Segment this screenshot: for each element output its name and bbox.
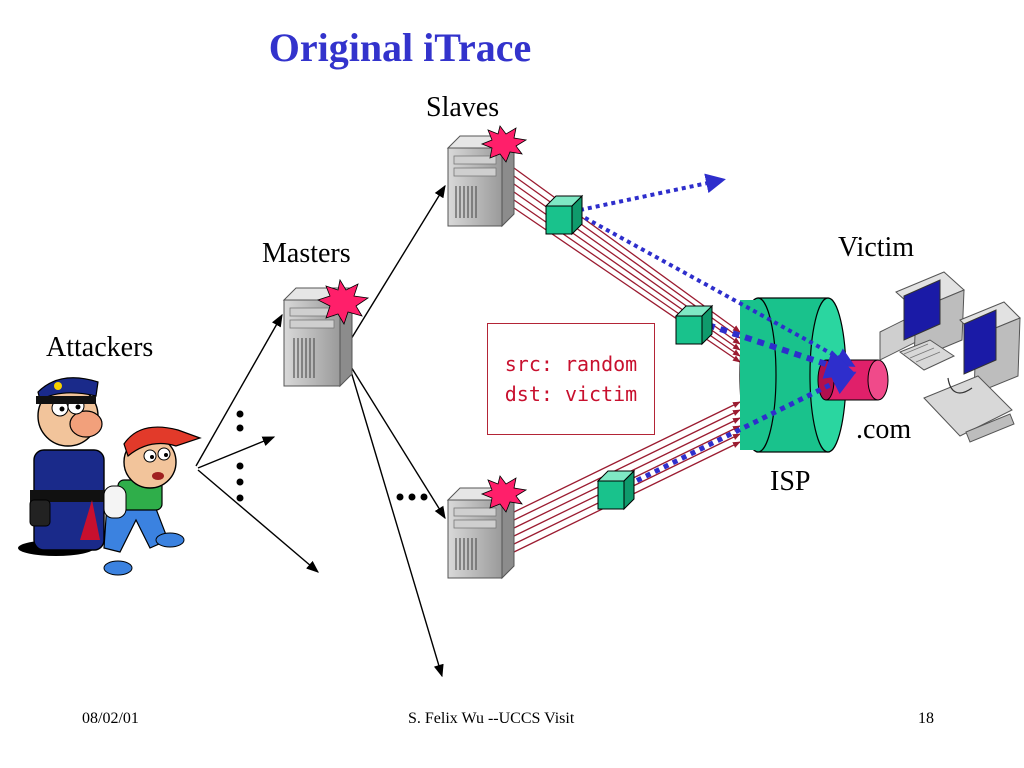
- itrace-messages: [577, 173, 857, 488]
- router-middle: [674, 304, 714, 346]
- master-server: [282, 278, 370, 388]
- slave-server-lower: [446, 475, 528, 580]
- label-attackers: Attackers: [46, 332, 154, 363]
- label-domain: .com: [856, 414, 912, 445]
- packet-dst: dst: victim: [504, 382, 638, 406]
- attackers-cartoon: [18, 377, 202, 576]
- packet-info-box: src: random dst: victim: [487, 323, 655, 435]
- label-victim: Victim: [838, 232, 915, 263]
- router-upper: [544, 194, 584, 236]
- slide-title: Original iTrace: [268, 25, 532, 70]
- victim-pipe: [817, 359, 889, 401]
- starburst-icon: [316, 278, 370, 325]
- footer-date: 08/02/01: [82, 710, 139, 727]
- router-lower: [596, 469, 636, 511]
- starburst-icon: [480, 125, 528, 163]
- victim-computers: [879, 271, 1021, 443]
- footer-author: S. Felix Wu --UCCS Visit: [408, 710, 575, 727]
- footer-page-number: 18: [918, 710, 934, 727]
- label-isp: ISP: [770, 466, 811, 497]
- packet-src: src: random: [504, 352, 638, 376]
- label-slaves: Slaves: [426, 92, 500, 123]
- starburst-icon: [480, 475, 528, 513]
- control-arrows: [195, 184, 446, 678]
- slave-server-upper: [446, 125, 528, 228]
- label-masters: Masters: [262, 238, 351, 269]
- ellipsis-dots: [236, 410, 428, 502]
- attack-traffic-lower: [513, 401, 741, 553]
